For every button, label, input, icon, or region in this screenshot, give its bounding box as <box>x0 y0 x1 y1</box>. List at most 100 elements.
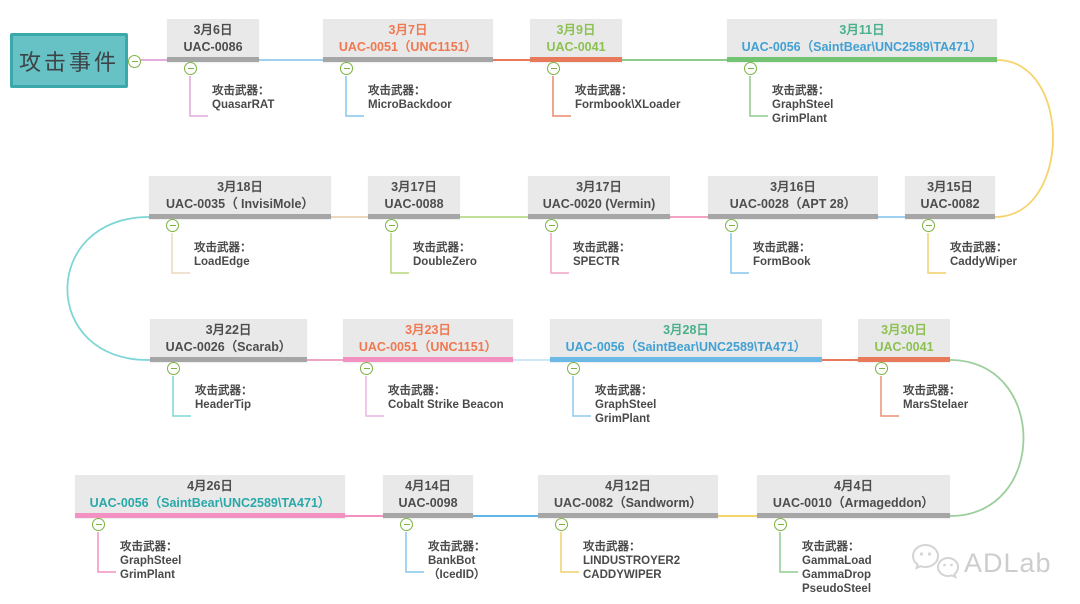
event-code: UAC-0056（SaintBear\UNC2589\TA471） <box>565 340 807 354</box>
event-date: 3月28日 <box>663 323 709 337</box>
weapon-label: 攻击武器： <box>120 541 178 553</box>
event-code: UAC-0082 <box>920 197 980 211</box>
node-uac-0041-mar9[interactable]: 3月9日 UAC-0041 <box>530 19 622 62</box>
event-code: UAC-0020 (Vermin) <box>542 197 656 211</box>
collapse-toggle-icon[interactable] <box>875 362 888 375</box>
weapon-block: 攻击武器： GraphSteel GrimPlant <box>595 384 656 426</box>
minus-icon <box>558 523 565 526</box>
collapse-toggle-icon[interactable] <box>166 219 179 232</box>
weapon-name: DoubleZero <box>413 256 477 268</box>
weapon-name: GraphSteel <box>772 99 834 111</box>
weapon-name: LoadEdge <box>194 256 250 268</box>
node-uac-0098[interactable]: 4月14日 UAC-0098 <box>383 475 473 518</box>
event-date: 3月6日 <box>193 23 233 37</box>
weapon-name: MarsStelaer <box>903 399 969 411</box>
event-code: UAC-0086 <box>183 40 243 54</box>
node-uac-0056-mar11[interactable]: 3月11日 UAC-0056（SaintBear\UNC2589\TA471） <box>727 19 997 62</box>
weapon-label: 攻击武器： <box>772 85 830 97</box>
collapse-toggle-icon[interactable] <box>774 518 787 531</box>
collapse-toggle-icon[interactable] <box>340 62 353 75</box>
collapse-toggle-icon[interactable] <box>184 62 197 75</box>
weapon-name: CaddyWiper <box>950 256 1017 268</box>
node-uac-0082-mar15[interactable]: 3月15日 UAC-0082 <box>905 176 995 219</box>
minus-icon <box>343 67 350 70</box>
weapon-label: 攻击武器： <box>194 242 252 254</box>
collapse-toggle-icon[interactable] <box>555 518 568 531</box>
node-uac-0051-mar7[interactable]: 3月7日 UAC-0051（UNC1151） <box>323 19 493 62</box>
minus-icon <box>170 367 177 370</box>
collapse-toggle-icon[interactable] <box>725 219 738 232</box>
weapon-connector <box>405 532 424 573</box>
weapon-block: 攻击武器： QuasarRAT <box>212 84 274 112</box>
event-date: 3月18日 <box>217 180 263 194</box>
node-uac-0056-mar28[interactable]: 3月28日 UAC-0056（SaintBear\UNC2589\TA471） <box>550 319 822 362</box>
weapon-label: 攻击武器： <box>388 385 446 397</box>
weapon-name: LINDUSTROYER2 <box>583 555 681 567</box>
minus-icon <box>363 367 370 370</box>
minus-icon <box>403 523 410 526</box>
event-code: UAC-0056（SaintBear\UNC2589\TA471） <box>741 40 983 54</box>
node-uac-0056-apr26[interactable]: 4月26日 UAC-0056（SaintBear\UNC2589\TA471） <box>75 475 345 518</box>
weapon-block: 攻击武器： SPECTR <box>573 241 631 269</box>
collapse-toggle-icon[interactable] <box>400 518 413 531</box>
node-uac-0028[interactable]: 3月16日 UAC-0028（APT 28） <box>708 176 878 219</box>
weapon-label: 攻击武器： <box>583 541 641 553</box>
weapon-name: GrimPlant <box>772 113 827 125</box>
event-date: 4月14日 <box>405 479 451 493</box>
weapon-block: 攻击武器： FormBook <box>753 241 811 269</box>
weapon-connector <box>97 532 116 573</box>
weapon-name: MicroBackdoor <box>368 99 452 111</box>
minus-icon <box>728 224 735 227</box>
event-date: 3月9日 <box>556 23 596 37</box>
collapse-toggle-icon[interactable] <box>128 55 141 68</box>
timeline-title[interactable]: 攻击事件 <box>10 33 128 88</box>
weapon-name: GrimPlant <box>595 413 650 425</box>
event-code: UAC-0082（Sandworm） <box>554 496 702 510</box>
weapon-connector <box>560 532 579 573</box>
weapon-block: 攻击武器： LoadEdge <box>194 241 252 269</box>
weapon-connector <box>172 376 191 417</box>
collapse-toggle-icon[interactable] <box>744 62 757 75</box>
collapse-toggle-icon[interactable] <box>922 219 935 232</box>
timeline-title-label: 攻击事件 <box>18 49 119 75</box>
weapon-name: Formbook\XLoader <box>575 99 681 111</box>
node-uac-0026[interactable]: 3月22日 UAC-0026（Scarab） <box>150 319 307 362</box>
collapse-toggle-icon[interactable] <box>547 62 560 75</box>
weapon-block: 攻击武器： HeaderTip <box>195 384 253 412</box>
weapon-connectors <box>97 76 946 573</box>
event-code: UAC-0051（UNC1151） <box>338 40 478 54</box>
node-uac-0088[interactable]: 3月17日 UAC-0088 <box>368 176 460 219</box>
node-uac-0082-apr12[interactable]: 4月12日 UAC-0082（Sandworm） <box>538 475 718 518</box>
node-uac-0020[interactable]: 3月17日 UAC-0020 (Vermin) <box>528 176 670 219</box>
collapse-toggle-icon[interactable] <box>545 219 558 232</box>
node-uac-0010[interactable]: 4月4日 UAC-0010（Armageddon） <box>757 475 950 518</box>
node-uac-0051-mar23[interactable]: 3月23日 UAC-0051（UNC1151） <box>343 319 513 362</box>
weapon-connector <box>550 233 569 274</box>
weapon-name: PseudoSteel <box>802 583 872 595</box>
minus-icon <box>570 367 577 370</box>
node-uac-0035[interactable]: 3月18日 UAC-0035（ InvisiMole） <box>149 176 331 219</box>
weapon-block: 攻击武器： MarsStelaer <box>903 384 968 412</box>
weapon-name: FormBook <box>753 256 811 268</box>
collapse-toggle-icon[interactable] <box>92 518 105 531</box>
collapse-toggle-icon[interactable] <box>385 219 398 232</box>
minus-icon <box>777 523 784 526</box>
event-date: 4月26日 <box>187 479 233 493</box>
weapon-connector <box>779 532 798 573</box>
watermark: ADLab <box>912 542 1052 584</box>
event-code: UAC-0098 <box>398 496 458 510</box>
collapse-toggle-icon[interactable] <box>360 362 373 375</box>
weapon-name: GrimPlant <box>120 569 175 581</box>
weapon-connector <box>365 376 384 417</box>
collapse-toggle-icon[interactable] <box>167 362 180 375</box>
node-uac-0041-mar30[interactable]: 3月30日 UAC-0041 <box>858 319 950 362</box>
weapon-connector <box>880 376 899 417</box>
weapon-label: 攻击武器： <box>753 242 811 254</box>
weapon-label: 攻击武器： <box>802 541 860 553</box>
collapse-toggle-icon[interactable] <box>567 362 580 375</box>
weapon-name: SPECTR <box>573 256 620 268</box>
node-uac-0086[interactable]: 3月6日 UAC-0086 <box>167 19 259 62</box>
weapon-label: 攻击武器： <box>195 385 253 397</box>
weapon-name: Cobalt Strike Beacon <box>388 399 504 411</box>
minus-icon <box>548 224 555 227</box>
